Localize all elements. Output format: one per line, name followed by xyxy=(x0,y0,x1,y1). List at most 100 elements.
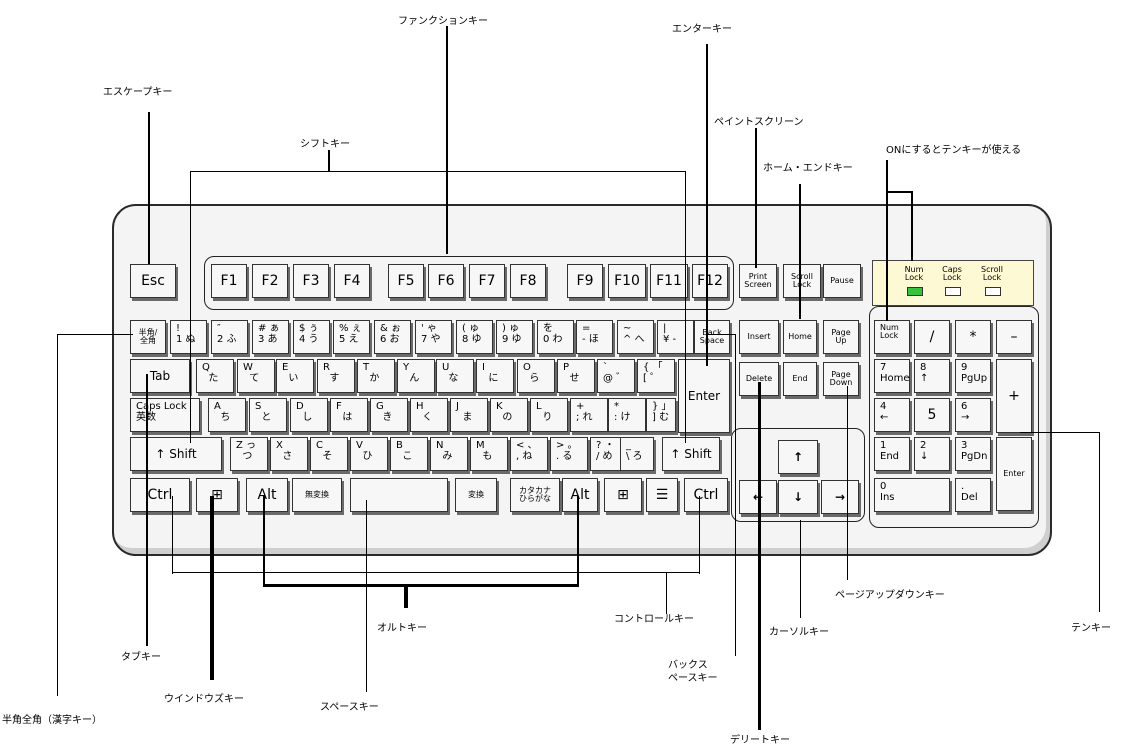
key-print-screen[interactable]: Print Screen xyxy=(739,264,777,298)
key-home[interactable]: Home xyxy=(783,320,817,354)
key-right[interactable]: → xyxy=(821,480,859,514)
key-p[interactable]: P せ xyxy=(557,359,595,393)
key-h[interactable]: H く xyxy=(410,398,448,432)
key-d[interactable]: D し xyxy=(290,398,328,432)
key-x[interactable]: X さ xyxy=(270,437,308,471)
key-v[interactable]: V ひ xyxy=(350,437,388,471)
key-o[interactable]: O ら xyxy=(517,359,555,393)
key-u[interactable]: U な xyxy=(436,359,474,393)
key-y[interactable]: Y ん xyxy=(397,359,435,393)
key-rshift[interactable]: ↑ Shift xyxy=(662,437,720,471)
key-np8[interactable]: 8 ↑ xyxy=(914,359,950,393)
key-minus[interactable]: = - ほ xyxy=(576,320,613,354)
key-rctrl[interactable]: Ctrl xyxy=(684,478,728,512)
key-hankaku[interactable]: 半角/ 全角 xyxy=(130,320,166,354)
key-numlock[interactable]: Num Lock xyxy=(874,320,910,354)
key-rbracket[interactable]: } 」 ] む xyxy=(646,398,676,432)
key-np7[interactable]: 7 Home xyxy=(874,359,910,393)
key-comma[interactable]: < 、 , ね xyxy=(510,437,548,471)
key-f3[interactable]: F3 xyxy=(293,264,329,298)
key-d0[interactable]: を 0 わ xyxy=(537,320,574,354)
key-t[interactable]: T か xyxy=(357,359,395,393)
key-np-sub[interactable]: – xyxy=(996,320,1032,354)
key-np3[interactable]: 3 PgDn xyxy=(955,437,991,471)
key-k[interactable]: K の xyxy=(490,398,528,432)
key-esc[interactable]: Esc xyxy=(130,264,176,298)
key-a[interactable]: A ち xyxy=(208,398,246,432)
key-rwin[interactable]: ⊞ xyxy=(604,478,642,512)
key-w[interactable]: W て xyxy=(237,359,275,393)
key-backslash[interactable]: _ \ ろ xyxy=(620,437,654,471)
key-f6[interactable]: F6 xyxy=(428,264,464,298)
key-lwin[interactable]: ⊞ xyxy=(196,478,238,512)
key-kana[interactable]: カタカナ ひらがな xyxy=(510,478,560,512)
key-b[interactable]: B こ xyxy=(390,437,428,471)
key-f7[interactable]: F7 xyxy=(469,264,505,298)
key-insert[interactable]: Insert xyxy=(739,320,779,354)
key-f8[interactable]: F8 xyxy=(510,264,546,298)
key-ralt[interactable]: Alt xyxy=(562,478,598,512)
key-g[interactable]: G き xyxy=(370,398,408,432)
key-f[interactable]: F は xyxy=(330,398,368,432)
key-d9[interactable]: ) ゅ 9 ゆ xyxy=(496,320,533,354)
key-np1[interactable]: 1 End xyxy=(874,437,910,471)
key-d8[interactable]: ( ゅ 8 ゆ xyxy=(456,320,493,354)
key-semicolon[interactable]: + ; れ xyxy=(570,398,608,432)
key-np9[interactable]: 9 PgUp xyxy=(955,359,991,393)
key-up[interactable]: ↑ xyxy=(778,440,818,474)
key-r[interactable]: R す xyxy=(317,359,355,393)
key-np-add[interactable]: + xyxy=(996,359,1032,433)
key-d3[interactable]: # ぁ 3 あ xyxy=(252,320,289,354)
key-l[interactable]: L り xyxy=(530,398,568,432)
key-s[interactable]: S と xyxy=(249,398,287,432)
key-f1[interactable]: F1 xyxy=(211,264,247,298)
key-page-down[interactable]: Page Down xyxy=(823,362,859,396)
key-d2[interactable]: ″ 2 ふ xyxy=(211,320,248,354)
key-np2[interactable]: 2 ↓ xyxy=(914,437,950,471)
key-lctrl[interactable]: Ctrl xyxy=(130,478,190,512)
key-enter[interactable]: Enter xyxy=(678,359,730,433)
key-np5[interactable]: 5 xyxy=(914,398,950,432)
key-space[interactable] xyxy=(350,478,448,512)
key-q[interactable]: Q た xyxy=(196,359,234,393)
key-f4[interactable]: F4 xyxy=(334,264,370,298)
key-d1[interactable]: ! 1 ぬ xyxy=(170,320,207,354)
key-np-dot[interactable]: . Del xyxy=(955,478,991,512)
key-m[interactable]: M も xyxy=(470,437,508,471)
key-i[interactable]: I に xyxy=(476,359,514,393)
key-scroll-lock[interactable]: Scroll Lock xyxy=(783,264,821,298)
key-f2[interactable]: F2 xyxy=(252,264,288,298)
key-np-div[interactable]: / xyxy=(914,320,950,354)
key-pause[interactable]: Pause xyxy=(823,264,861,298)
key-np-mul[interactable]: * xyxy=(955,320,991,354)
key-backspace[interactable]: Back Space xyxy=(694,320,730,354)
key-tab[interactable]: Tab xyxy=(130,359,190,393)
key-colon[interactable]: * : け xyxy=(608,398,646,432)
key-f10[interactable]: F10 xyxy=(608,264,646,298)
key-caret[interactable]: ~ ^ へ xyxy=(617,320,654,354)
key-lalt[interactable]: Alt xyxy=(246,478,288,512)
key-lshift[interactable]: ↑ Shift xyxy=(130,437,222,471)
key-f12[interactable]: F12 xyxy=(692,264,728,298)
key-lbracket[interactable]: { 「 [ ゜ xyxy=(637,359,675,393)
key-z[interactable]: Z っ つ xyxy=(230,437,268,471)
key-n[interactable]: N み xyxy=(430,437,468,471)
key-period[interactable]: > 。 . る xyxy=(550,437,588,471)
key-np4[interactable]: 4 ← xyxy=(874,398,910,432)
key-j[interactable]: J ま xyxy=(450,398,488,432)
key-muhenkan[interactable]: 無変換 xyxy=(292,478,342,512)
key-end[interactable]: End xyxy=(783,362,817,396)
key-c[interactable]: C そ xyxy=(310,437,348,471)
key-at[interactable]: ` @ ゛ xyxy=(597,359,635,393)
key-menu[interactable]: ☰ xyxy=(646,478,678,512)
key-yen[interactable]: | ¥ - xyxy=(657,320,694,354)
key-np6[interactable]: 6 → xyxy=(955,398,991,432)
key-np0[interactable]: 0 Ins xyxy=(874,478,950,512)
key-d6[interactable]: & ぉ 6 お xyxy=(374,320,411,354)
key-page-up[interactable]: Page Up xyxy=(823,320,859,354)
key-d7[interactable]: ' ゃ 7 や xyxy=(415,320,452,354)
key-down[interactable]: ↓ xyxy=(778,480,818,514)
key-f11[interactable]: F11 xyxy=(650,264,688,298)
key-f5[interactable]: F5 xyxy=(388,264,424,298)
key-henkan[interactable]: 変換 xyxy=(455,478,497,512)
